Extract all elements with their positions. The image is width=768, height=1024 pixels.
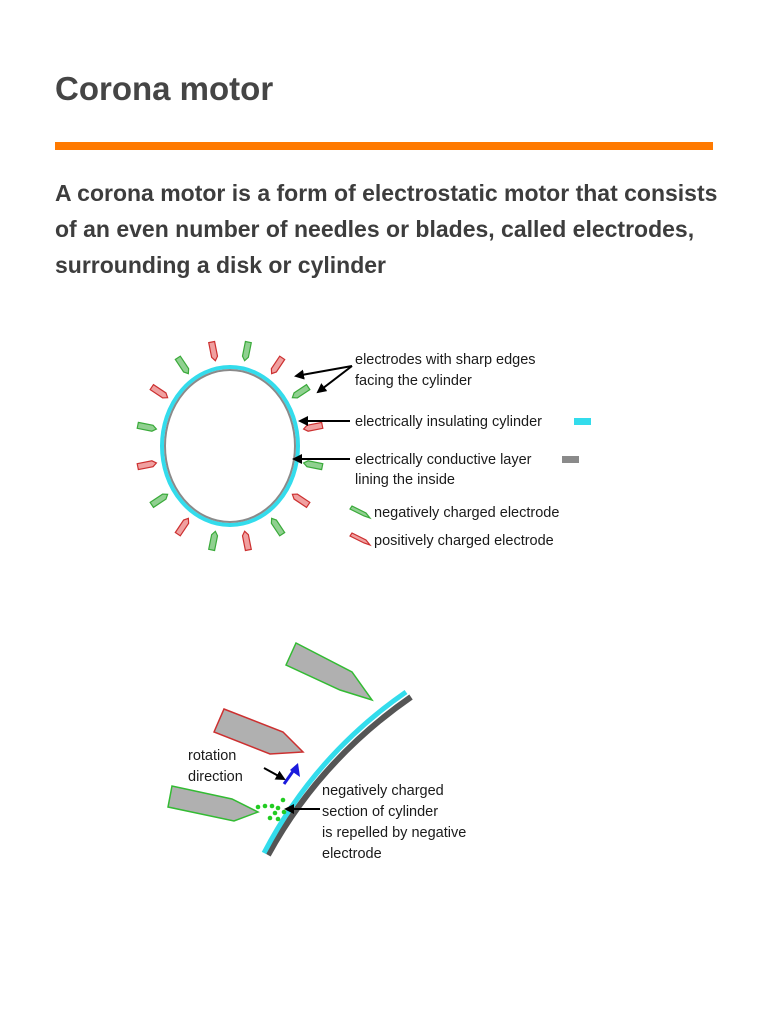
label-section-line2: section of cylinder [322,804,438,820]
positive-electrode [302,421,324,432]
large-positive-electrode [213,708,305,755]
label-negative: negatively charged electrode [374,505,559,521]
large-negative-electrode-bottom [167,785,260,822]
label-rotation-line2: direction [188,769,243,785]
label-rotation-line1: rotation [188,748,236,764]
positive-electrode [241,530,252,552]
negative-electrode [241,340,253,362]
positive-electrode [174,517,190,537]
label-section-line1: negatively charged [322,783,444,799]
negative-electrode [136,421,158,432]
label-insulating: electrically insulating cylinder [355,414,542,430]
pointer-arrow-rotation [263,767,286,780]
label-section-line3: is repelled by negative [322,825,466,841]
pointer-arrow-sharp-edges-b [316,365,353,394]
label-positive: positively charged electrode [374,533,554,549]
legend-positive-electrode [349,532,372,547]
cylinder-section-conductive [265,694,413,857]
negative-electrode [291,383,311,399]
label-section-line4: electrode [322,846,382,862]
rotation-arrowhead [290,763,300,777]
top-diagram: electrodes with sharp edges facing the c… [136,340,591,552]
positive-electrode [270,355,286,375]
negative-electrode [149,493,169,509]
large-negative-electrode-top [285,641,374,702]
legend-swatch-conductive [562,456,579,463]
pointer-arrow-sharp-edges-a [294,365,353,380]
insulating-cylinder [160,365,300,527]
negative-electrode [302,460,324,471]
label-conductive-line1: electrically conductive layer [355,452,532,468]
intro-paragraph: A corona motor is a form of electrostati… [55,180,718,278]
bottom-diagram: rotation direction negatively charged se… [167,641,466,862]
conductive-layer [164,369,296,523]
positive-electrode [149,383,169,399]
label-sharp-edges-line2: facing the cylinder [355,373,472,389]
label-sharp-edges-line1: electrodes with sharp edges [355,352,536,368]
title-rule [55,142,713,150]
legend-swatch-insulating [574,418,591,425]
electrode-group [136,340,324,552]
positive-electrode [136,460,158,471]
label-conductive-line2: lining the inside [355,472,455,488]
legend-negative-electrode [349,505,372,520]
cylinder-section-insulating [261,689,408,855]
positive-electrode [208,340,219,362]
negative-electrode [174,355,190,375]
negative-electrode [207,530,219,552]
negative-electrode [270,517,286,537]
page-title: Corona motor [55,70,274,107]
positive-electrode [291,493,311,509]
